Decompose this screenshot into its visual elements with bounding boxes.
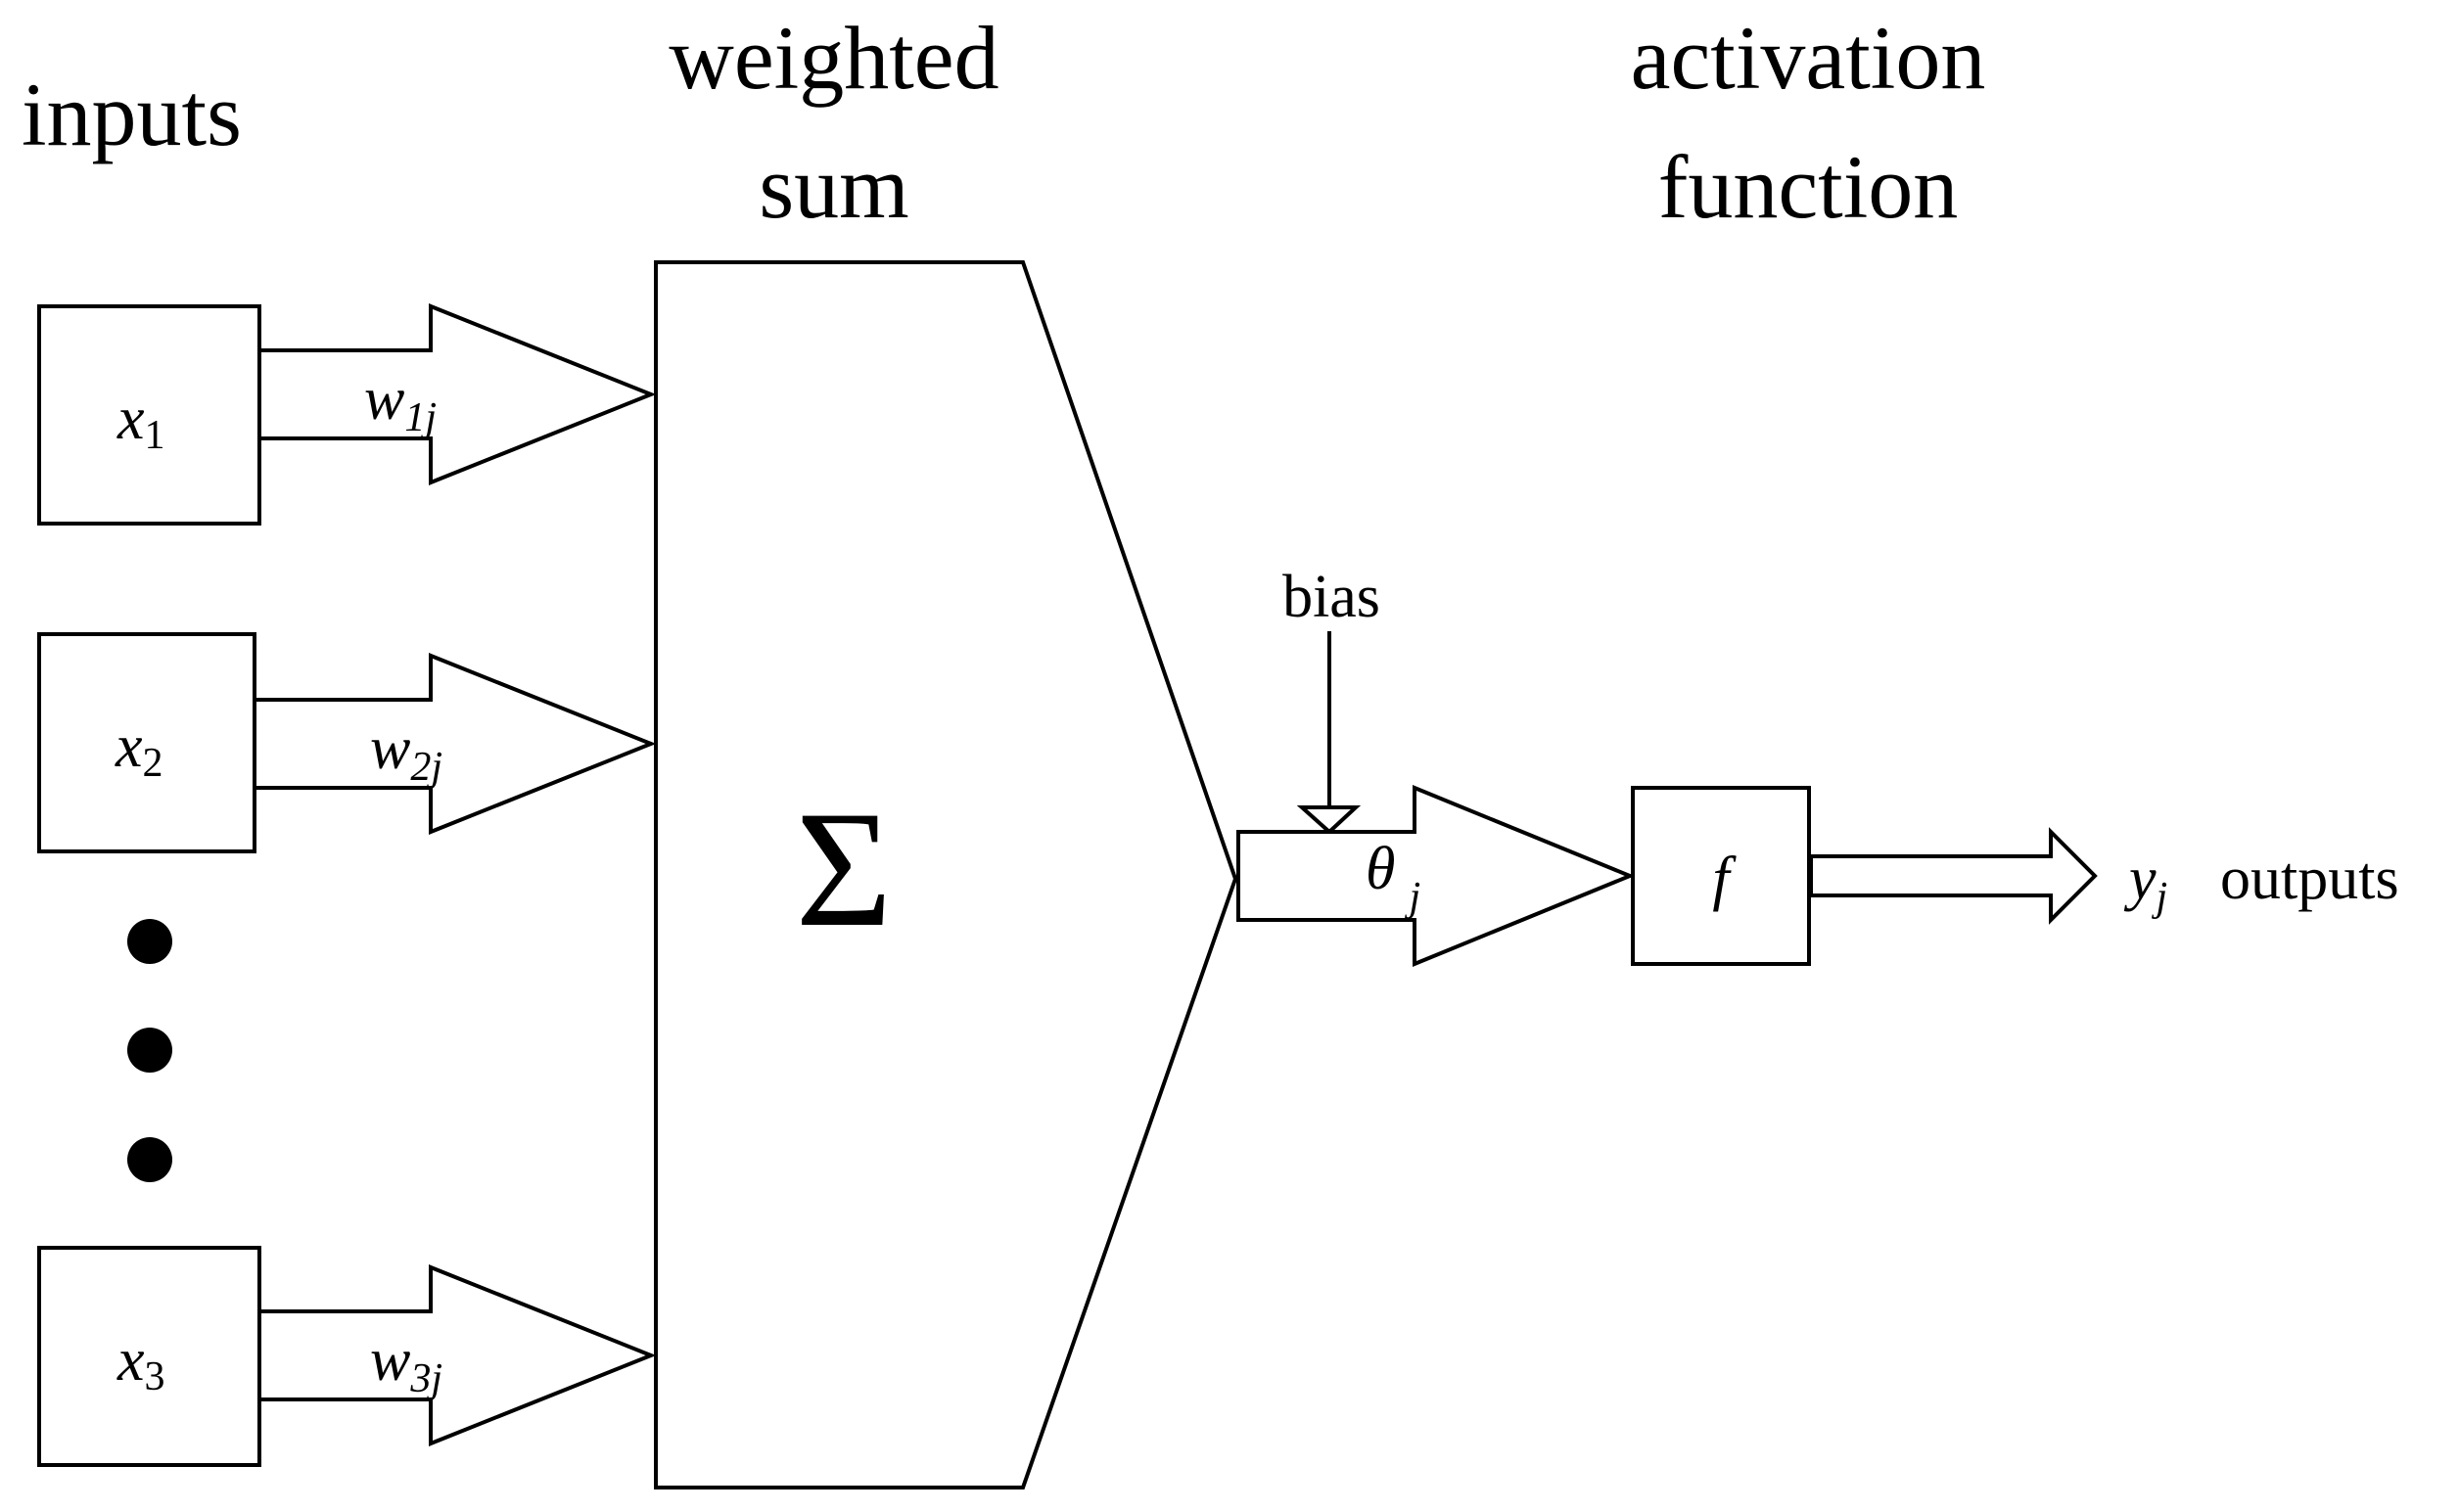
weight-arrow-2 — [253, 653, 657, 835]
theta-arrow — [1236, 785, 1636, 967]
output-arrow — [1809, 827, 2098, 925]
input-box-1 — [37, 304, 261, 526]
weight-label-2: w2j — [370, 715, 442, 790]
weight-label-1: w1j — [364, 366, 437, 440]
ellipsis-dot-2 — [127, 1028, 172, 1073]
input-node-2: x2 — [37, 632, 256, 853]
activation-function-box — [1631, 786, 1811, 966]
inputs-heading: inputs — [22, 65, 242, 164]
activation-function-heading-line2: function — [1658, 137, 1959, 237]
input-node-3: x3 — [37, 1246, 261, 1467]
summation-block — [654, 260, 1238, 1489]
weight-arrow-1 — [257, 303, 657, 485]
output-symbol: yj — [2123, 846, 2167, 920]
input-label-3: x3 — [116, 1327, 165, 1399]
weight-arrow-3 — [257, 1264, 657, 1446]
input-label-2: x2 — [115, 713, 163, 786]
outputs-label: outputs — [2220, 846, 2399, 912]
ellipsis-dot-3 — [127, 1137, 172, 1182]
ellipsis-dot-1 — [127, 919, 172, 964]
input-label-1: x1 — [116, 386, 165, 458]
bias-arrowhead — [1296, 805, 1362, 835]
input-node-1: x1 — [37, 304, 261, 526]
weight-label-3: w3j — [370, 1327, 442, 1401]
bias-label: bias — [1282, 564, 1380, 630]
weighted-sum-heading-line2: sum — [759, 137, 908, 237]
input-box-2 — [37, 632, 256, 853]
sigma-symbol: Σ — [796, 777, 893, 961]
weighted-sum-heading-line1: weighted — [669, 8, 998, 108]
activation-function-heading-line1: activation — [1631, 8, 1986, 108]
